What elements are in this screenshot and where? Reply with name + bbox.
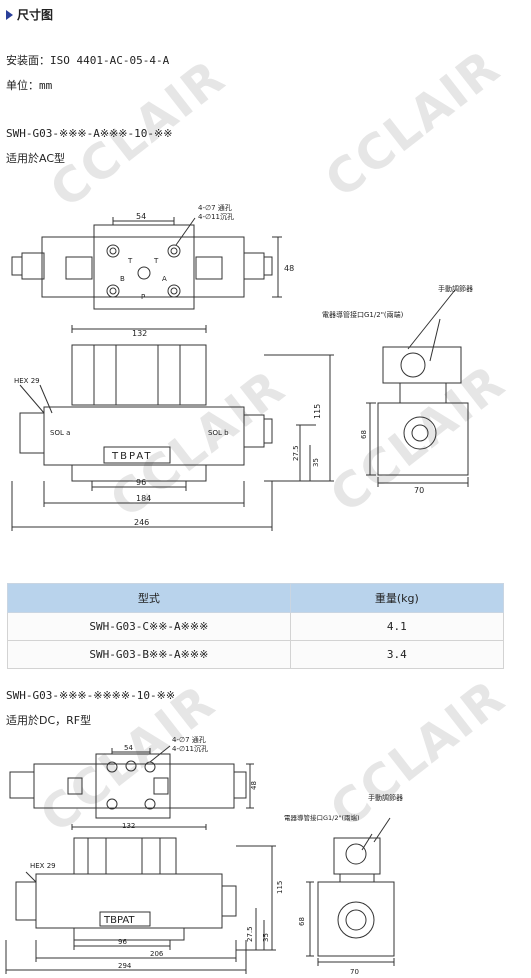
section2-applicable: 适用於DC，RF型 [6, 714, 92, 727]
dim-96: 96 [136, 478, 146, 487]
table-cell-model: SWH-G03-B※※-A※※※ [7, 640, 291, 669]
holes-through-label-2: 4-∅7 通孔 [172, 735, 206, 744]
table-cell-weight: 4.1 [289, 612, 505, 641]
sol-a-label: SOL a [50, 429, 70, 437]
dim-70-2: 70 [350, 968, 359, 976]
drawing-dc-rf-type: 54 4-∅7 通孔 4-∅11沉孔 48 132 HEX 29 TBPAT 1… [5, 735, 403, 976]
dim-48-2: 48 [250, 781, 258, 790]
dim-184: 184 [136, 494, 151, 503]
table-header-weight: 重量(kg) [289, 583, 505, 613]
hex-label-2: HEX 29 [30, 862, 56, 870]
table-row: SWH-G03-B※※-A※※※ 3.4 [7, 640, 505, 669]
conduit-label-2: 電器導管接口G1/2"(兩端) [284, 813, 360, 822]
dim-115: 115 [313, 404, 322, 419]
holes-through-label: 4-∅7 通孔 [198, 203, 232, 212]
port-b: B [120, 275, 125, 283]
brand-plate-2: TBPAT [103, 915, 135, 926]
holes-counter-label: 4-∅11沉孔 [198, 213, 234, 221]
dim-70: 70 [414, 486, 424, 495]
page-heading: 尺寸图 [6, 6, 53, 23]
dim-115-2: 115 [276, 881, 284, 894]
port-t1: T [127, 257, 133, 265]
port-p: P [141, 293, 145, 301]
table-cell-model: SWH-G03-C※※-A※※※ [7, 612, 291, 641]
table-header-model: 型式 [7, 583, 291, 613]
weight-table: 型式 重量(kg) SWH-G03-C※※-A※※※ 4.1 SWH-G03-B… [7, 583, 505, 669]
dim-54: 54 [136, 212, 146, 221]
table-header-row: 型式 重量(kg) [7, 583, 505, 613]
page-heading-text: 尺寸图 [17, 8, 54, 22]
table-cell-weight: 3.4 [289, 640, 505, 669]
top-view [11, 217, 282, 310]
top-view-2 [9, 745, 254, 819]
port-a: A [162, 275, 167, 283]
watermark-2: CCLAIR [315, 38, 512, 210]
triangle-bullet-icon [6, 9, 13, 20]
side-view [366, 289, 469, 487]
section1-applicable: 适用於AC型 [6, 152, 66, 165]
drawing-ac-type: 54 4-∅7 通孔 4-∅11沉孔 48 T T B A P 132 HEX [11, 203, 473, 531]
dim-294: 294 [118, 962, 132, 970]
hex-label: HEX 29 [14, 377, 40, 385]
dim-246: 246 [134, 518, 149, 527]
dim-54-2: 54 [124, 744, 133, 752]
conduit-label: 電器導管接口G1/2"(兩端) [322, 310, 404, 319]
side-view-2 [306, 817, 395, 966]
dim-68: 68 [360, 430, 368, 439]
mount-face-text: 安装面：ISO 4401-AC-05-4-A [6, 54, 170, 67]
dim-27-5-2: 27.5 [246, 926, 254, 942]
dim-35: 35 [312, 458, 320, 467]
section2-model-code: SWH-G03-※※※-※※※※-10-※※ [6, 689, 176, 702]
dim-27-5: 27.5 [292, 445, 300, 461]
front-view-2 [5, 824, 276, 974]
dim-132-2: 132 [122, 822, 135, 830]
holes-counter-label-2: 4-∅11沉孔 [172, 745, 208, 753]
port-t2: T [153, 257, 159, 265]
manual-adjuster-label-2: 手動調節器 [368, 793, 403, 802]
table-row: SWH-G03-C※※-A※※※ 4.1 [7, 612, 505, 641]
unit-text: 单位：mm [6, 79, 53, 92]
brand-plate: TBPAT [111, 451, 153, 462]
dim-96-2: 96 [118, 938, 127, 946]
sol-b-label: SOL b [208, 429, 229, 437]
dim-132: 132 [132, 329, 147, 338]
dim-206: 206 [150, 950, 164, 958]
manual-adjuster-label: 手動調節器 [438, 284, 473, 293]
dim-35-2: 35 [262, 933, 270, 942]
dim-48: 48 [284, 264, 294, 273]
section1-model-code: SWH-G03-※※※-A※※※-10-※※ [6, 127, 173, 140]
front-view [11, 325, 334, 531]
dim-68-2: 68 [298, 917, 306, 926]
